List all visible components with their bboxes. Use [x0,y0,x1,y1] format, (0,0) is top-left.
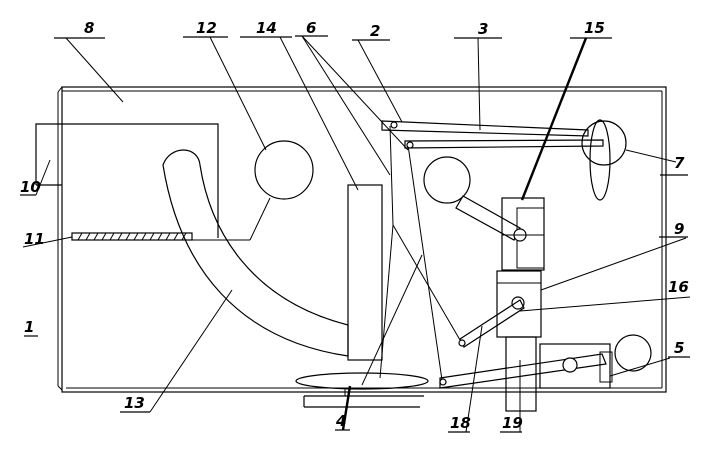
guide-plate [347,184,383,361]
label-6: 6 [306,19,316,37]
label-18: 18 [450,414,471,432]
label-8: 8 [84,19,94,37]
label-4: 4 [335,412,346,430]
housing-frame [57,86,667,393]
label-11: 11 [24,230,45,248]
turntable [295,372,429,408]
screen-strip [71,232,250,241]
label-19: 19 [502,414,523,432]
label-13: 13 [124,394,145,412]
label-9: 9 [674,220,684,238]
weight-ball-12 [249,140,314,241]
fan-7 [581,119,677,201]
rods [361,125,461,386]
label-14: 14 [256,19,277,37]
leader-lines [20,35,690,433]
label-5: 5 [674,339,684,357]
motor-5 [439,334,652,389]
label-12: 12 [196,19,217,37]
label-1: 1 [24,318,34,336]
label-2: 2 [370,22,380,40]
upper-crank [423,156,521,241]
upper-levers [381,120,604,149]
motor-15 [501,197,545,271]
label-15: 15 [584,19,605,37]
hopper-box [35,123,219,238]
motor-16 [458,270,691,348]
label-7: 7 [674,154,685,172]
label-10: 10 [20,178,41,196]
label-16: 16 [668,278,689,296]
curved-chute [162,149,349,357]
column-19 [505,336,537,412]
label-3: 3 [478,20,488,38]
